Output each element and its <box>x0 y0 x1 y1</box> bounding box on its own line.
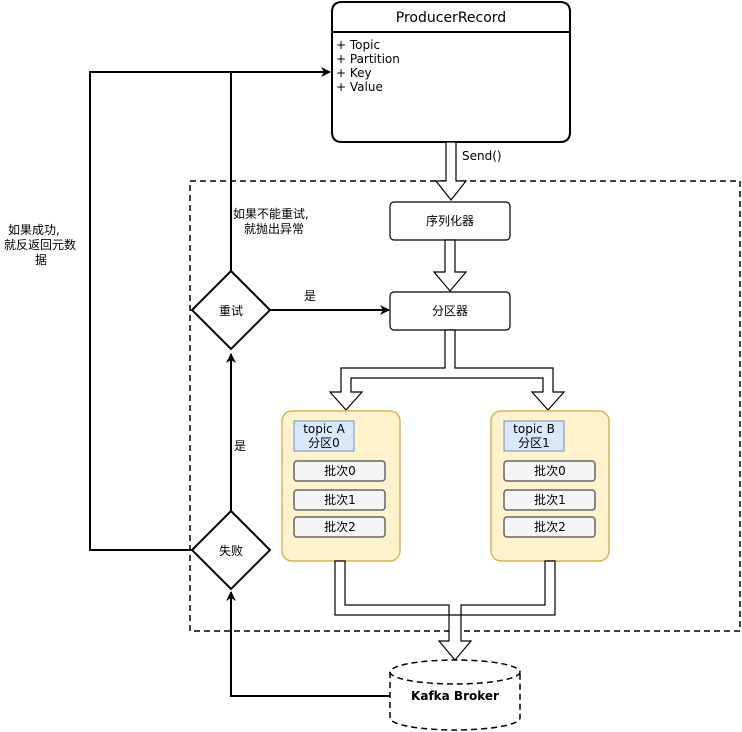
send-label: Send() <box>462 149 502 163</box>
batch-label: 批次2 <box>534 519 566 534</box>
topic-b-batch-1 <box>503 489 596 511</box>
yes-label-retry: 是 <box>304 289 316 303</box>
producer-record-field: + Partition <box>336 52 400 66</box>
producer-boundary <box>189 180 741 632</box>
topic-a-header <box>293 420 355 452</box>
retry-label: 重试 <box>219 303 243 318</box>
topic-a-batch-0 <box>293 460 386 482</box>
retry-diamond: 重试 <box>190 269 272 351</box>
batch-label: 批次0 <box>534 463 566 478</box>
topics-merge-arrow <box>334 560 556 661</box>
topic-b-group: topic B 分区1 批次0 批次1 批次2 <box>490 410 610 562</box>
producer-record-field: + Topic <box>336 38 380 52</box>
kafka-broker-label: Kafka Broker <box>411 689 499 703</box>
topic-b-batch-0 <box>503 460 596 482</box>
batch-label: 批次0 <box>324 463 356 478</box>
topic-a-batch-1 <box>293 489 386 511</box>
producer-record-title: ProducerRecord <box>396 10 506 26</box>
yes-label-fail: 是 <box>234 439 246 453</box>
topic-a-partition: 分区0 <box>308 436 340 450</box>
batch-label: 批次2 <box>324 519 356 534</box>
partitioner-box: 分区器 <box>389 291 511 331</box>
serializer-to-partitioner-arrow <box>432 239 468 292</box>
topic-a-name: topic A <box>303 422 345 436</box>
topic-b-name: topic B <box>513 422 555 436</box>
success-note: 如果成功, <box>8 222 60 237</box>
producer-record-field: + Value <box>336 80 383 94</box>
topic-a-batch-2 <box>293 516 386 538</box>
serializer-label: 序列化器 <box>426 213 474 228</box>
success-loop-line <box>89 67 331 551</box>
fail-diamond: 失败 <box>190 509 272 591</box>
batch-label: 批次1 <box>534 492 566 507</box>
broker-to-fail-line <box>226 591 390 697</box>
cannot-retry-note: 就抛出异常 <box>244 221 304 236</box>
serializer-box: 序列化器 <box>389 201 511 241</box>
topic-b-batch-2 <box>503 516 596 538</box>
fail-label: 失败 <box>219 543 243 558</box>
producer-record-box: ProducerRecord + Topic + Partition + Key… <box>331 1 571 143</box>
topic-b-header <box>503 420 565 452</box>
topic-b-partition: 分区1 <box>518 436 550 450</box>
cannot-retry-note: 如果不能重试, <box>233 206 309 221</box>
batch-label: 批次1 <box>324 492 356 507</box>
producer-record-field: + Key <box>336 66 372 80</box>
partitioner-split-arrow <box>328 329 566 411</box>
success-note: 就反返回元数 <box>4 237 76 252</box>
send-arrow <box>434 141 468 201</box>
partitioner-label: 分区器 <box>432 304 468 318</box>
topic-a-group: topic A 分区0 批次0 批次1 批次2 <box>281 410 401 562</box>
kafka-broker-cylinder: Kafka Broker <box>389 659 521 731</box>
success-note: 据 <box>35 253 47 267</box>
